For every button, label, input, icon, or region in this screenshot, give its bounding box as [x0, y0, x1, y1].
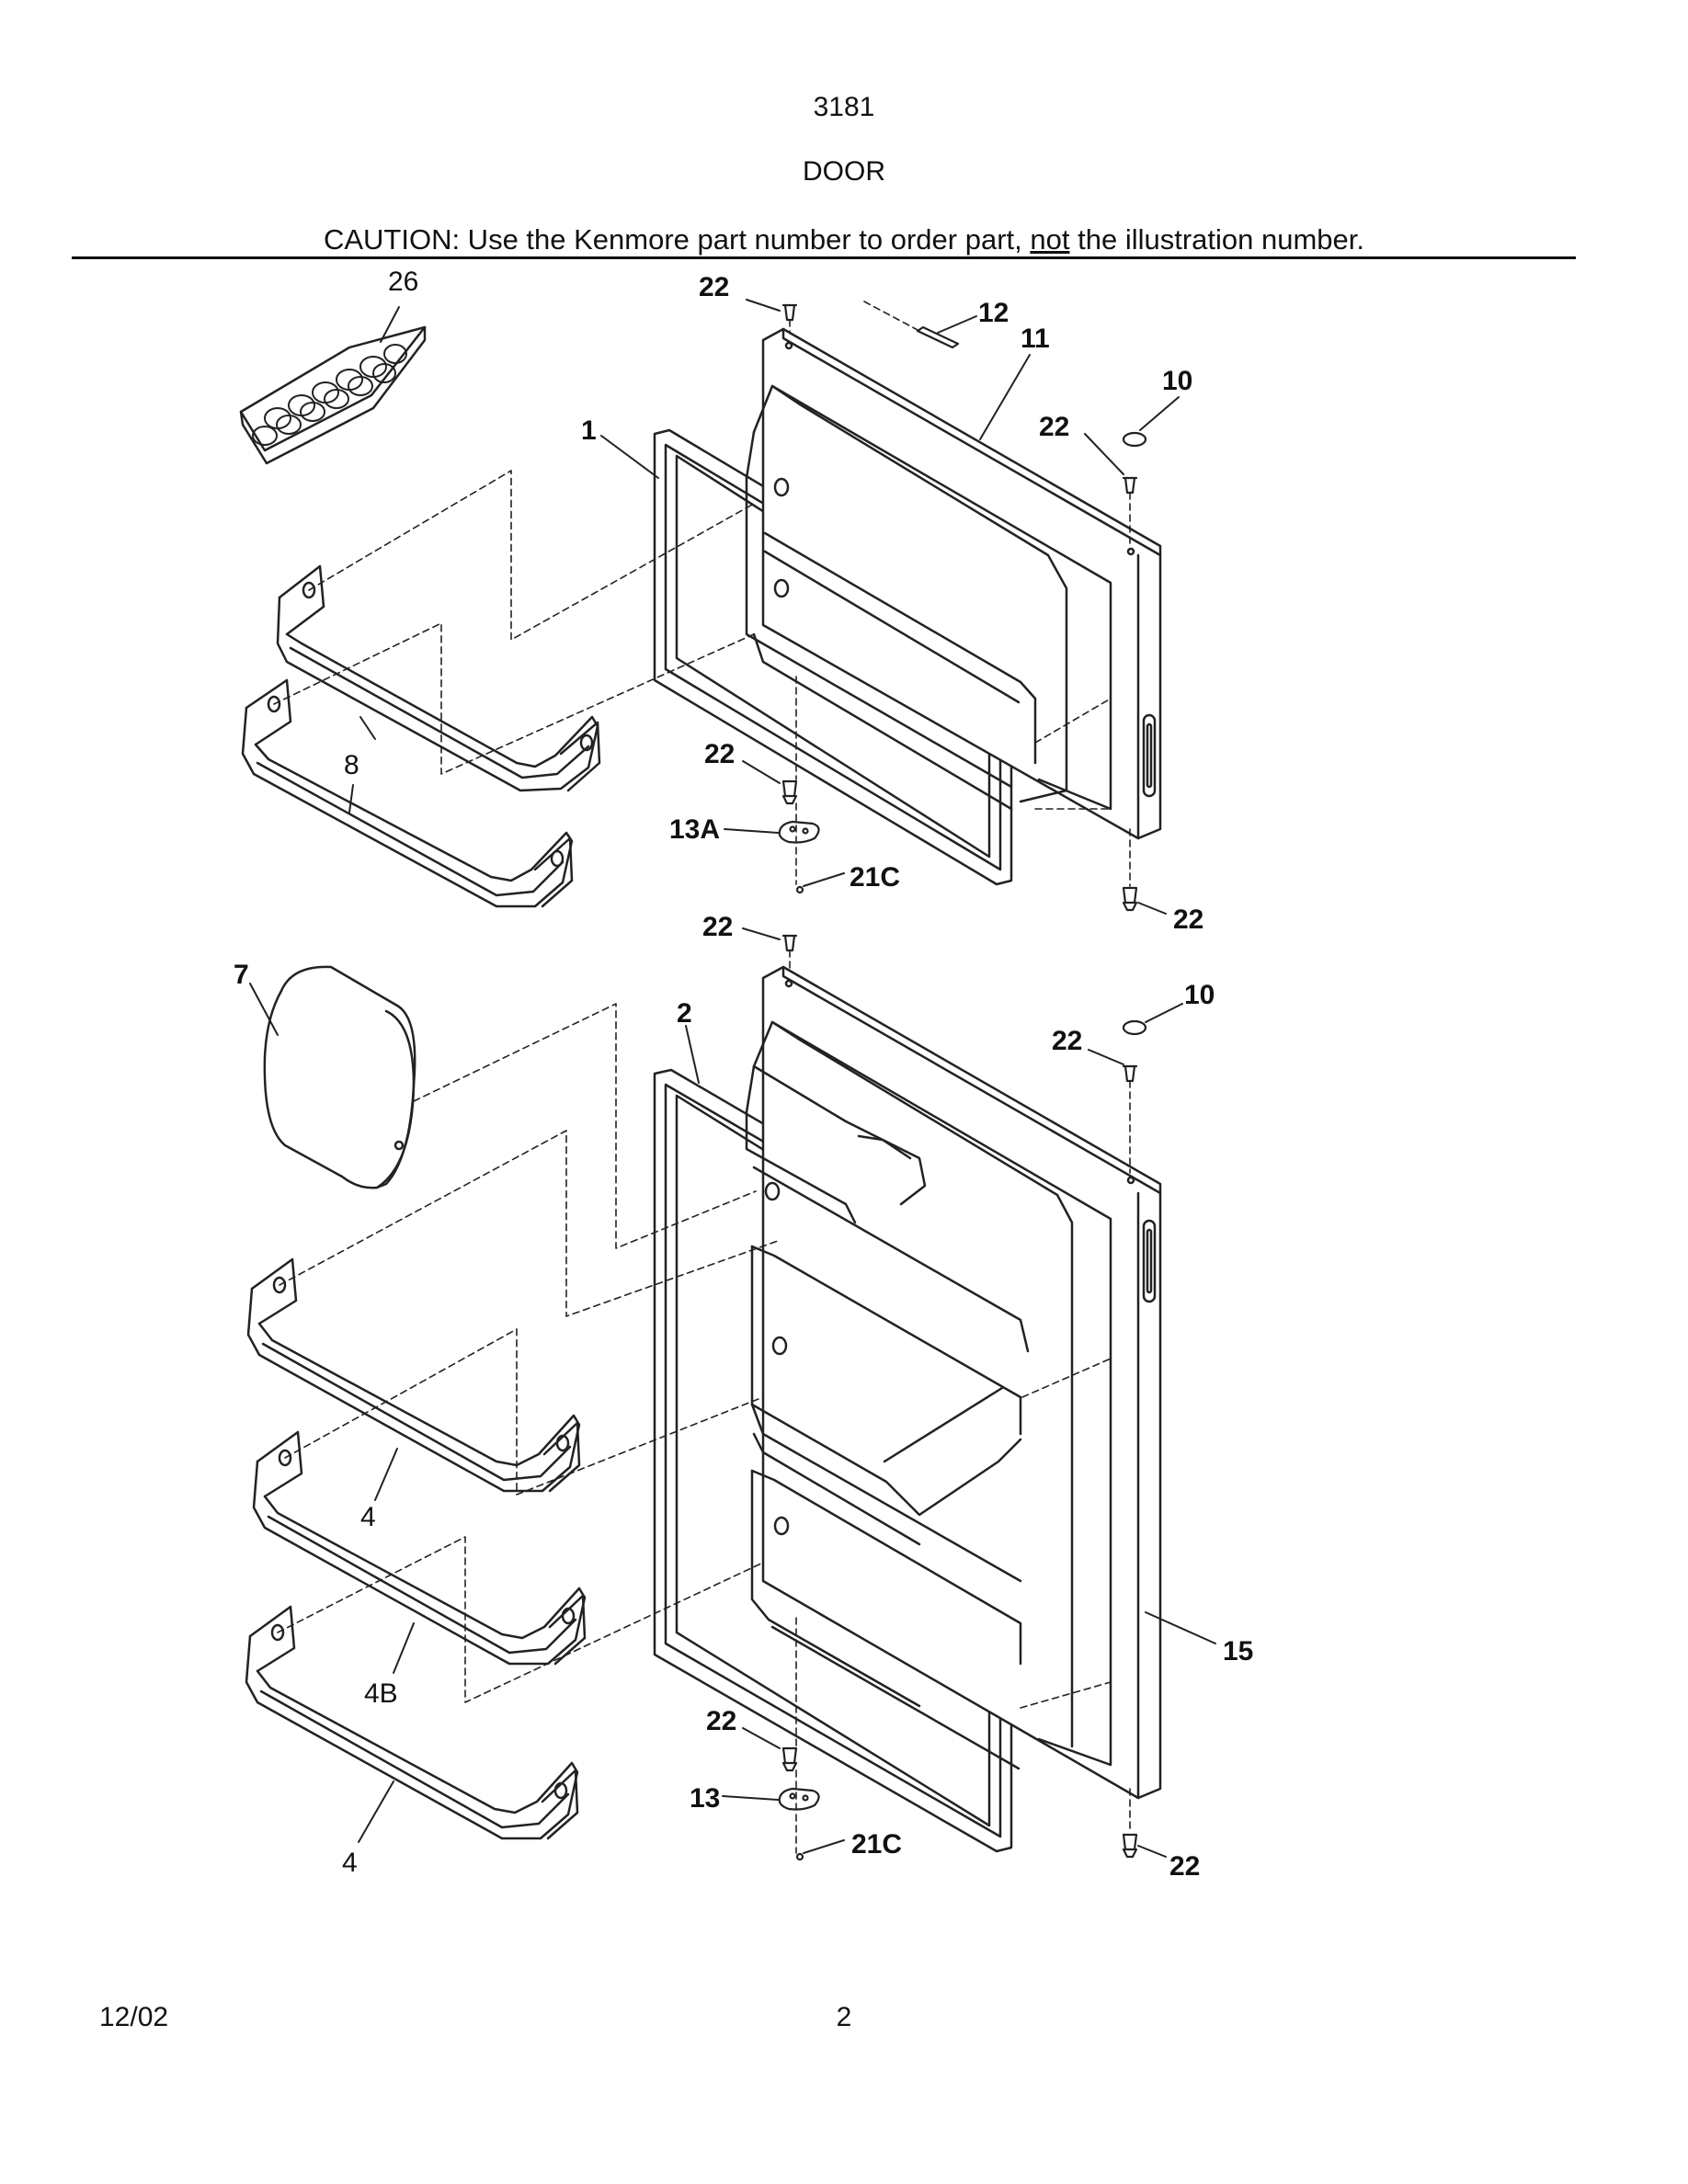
door-shelf-4-upper	[246, 1257, 581, 1493]
hinge-pin-22-upper	[781, 779, 798, 805]
callout-26: 26	[388, 267, 418, 297]
callout-22-upper-bottom: 22	[1173, 904, 1203, 935]
callout-22-upper-right: 22	[1039, 412, 1069, 442]
hinge-pin-22-lower-bottom	[1122, 1833, 1138, 1859]
callout-10-lower: 10	[1184, 980, 1215, 1010]
section-title: DOOR	[803, 156, 885, 187]
callout-2: 2	[677, 998, 692, 1029]
callout-13: 13	[690, 1783, 720, 1814]
callout-4-upper: 4	[360, 1502, 376, 1532]
door-shelf-4B	[252, 1430, 587, 1666]
callout-13A: 13A	[669, 814, 720, 845]
plug-10-upper	[1122, 431, 1147, 448]
callout-12: 12	[978, 298, 1009, 328]
door-shelf-4-lower	[245, 1605, 579, 1840]
callout-22-lower-right: 22	[1052, 1026, 1082, 1056]
callout-10-upper: 10	[1162, 366, 1192, 396]
screw-22-upper-right	[1122, 476, 1138, 495]
screw-21C-upper	[795, 885, 804, 894]
caution-note: CAUTION: Use the Kenmore part number to …	[0, 223, 1688, 256]
callout-22-mid: 22	[702, 912, 733, 942]
callout-4B: 4B	[364, 1678, 398, 1709]
ice-tray	[239, 325, 427, 465]
hinge-13A	[778, 820, 820, 844]
hinge-pin-22-lower	[781, 1746, 798, 1772]
header-rule	[72, 256, 1576, 259]
freezer-door	[745, 327, 1162, 840]
screw-22-mid	[781, 934, 798, 952]
hardware	[778, 303, 1147, 1861]
leader-lines	[249, 299, 1216, 1858]
caution-emphasis: not	[1030, 223, 1070, 256]
plug-10-lower	[1122, 1019, 1147, 1036]
fresh-food-door	[745, 965, 1162, 1800]
callout-15: 15	[1223, 1636, 1253, 1666]
callout-1: 1	[581, 415, 597, 446]
hinge-13	[778, 1787, 820, 1811]
callout-22-top: 22	[699, 272, 729, 302]
callout-21C-lower: 21C	[851, 1829, 902, 1860]
page-number: 2	[836, 2002, 852, 2032]
model-number: 3181	[813, 92, 875, 122]
callout-8: 8	[344, 750, 359, 780]
label-12	[916, 325, 960, 349]
dairy-bin	[263, 965, 416, 1189]
caution-prefix: CAUTION: Use the Kenmore part number to …	[323, 223, 1022, 256]
screw-22-lower-right	[1122, 1064, 1138, 1083]
freezer-shelf-lower	[241, 678, 574, 908]
callout-21C-upper: 21C	[850, 862, 900, 893]
callout-22-lower-bottom: 22	[1169, 1851, 1200, 1882]
assembly-dashed-lines	[273, 301, 1131, 1854]
freezer-shelf-upper	[276, 564, 601, 792]
revision-date: 12/02	[99, 2002, 169, 2032]
screw-22-top	[781, 303, 798, 322]
callout-11: 11	[1021, 324, 1050, 354]
callout-4-lower: 4	[342, 1848, 358, 1878]
caution-suffix: the illustration number.	[1078, 223, 1365, 256]
screw-21C-lower	[795, 1852, 804, 1861]
callout-22-lower-hinge: 22	[706, 1706, 736, 1736]
callout-7: 7	[234, 960, 249, 990]
hinge-pin-22-upper-bottom	[1122, 886, 1138, 912]
callout-22-upper-hinge: 22	[704, 739, 735, 769]
